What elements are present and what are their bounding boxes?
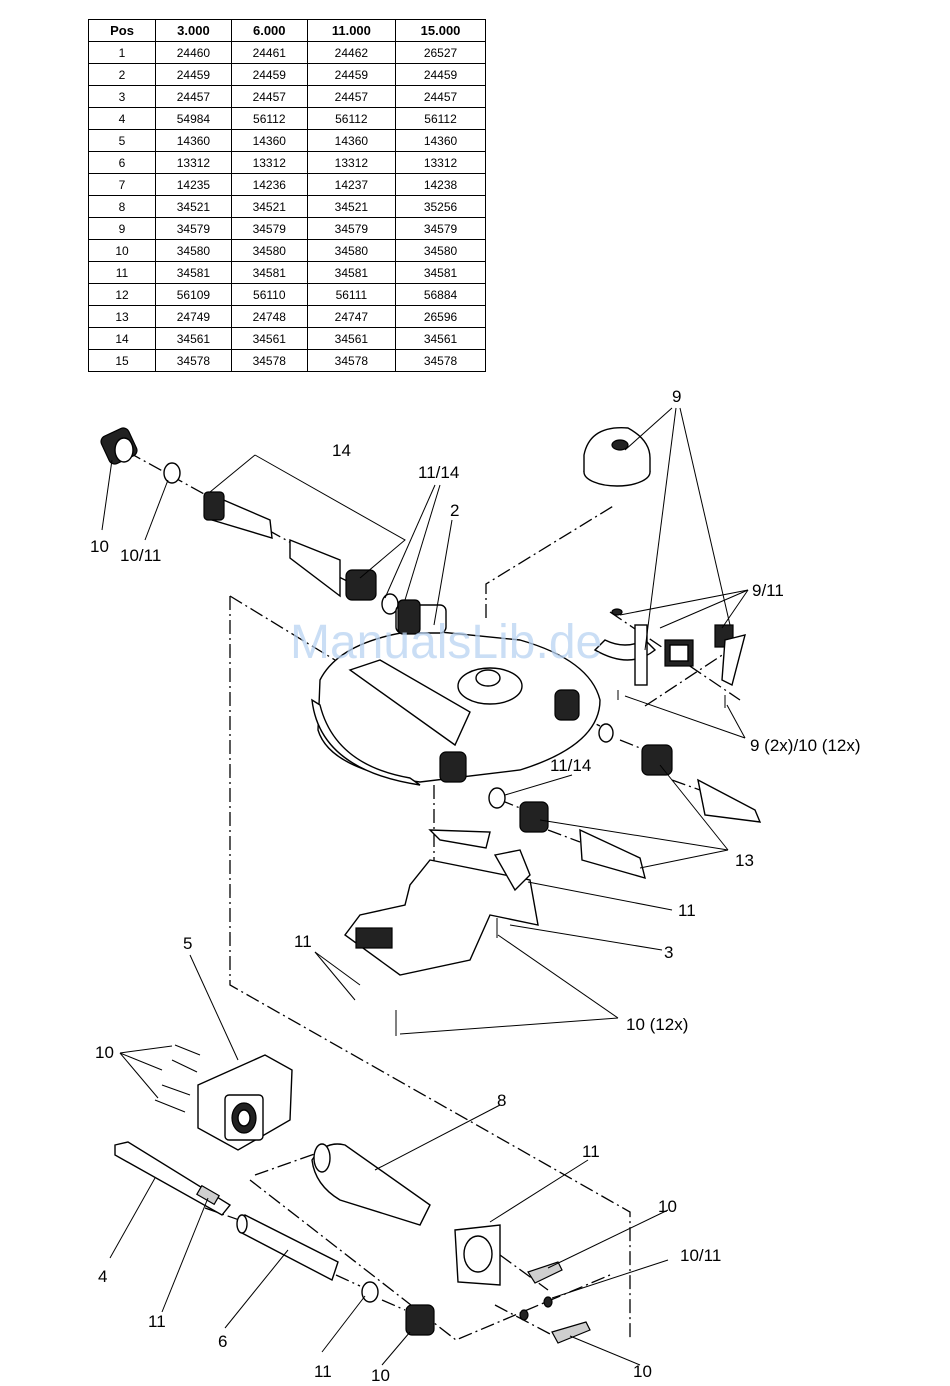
callout-14: 14	[332, 441, 351, 460]
callout-9: 9	[672, 387, 681, 406]
callout-11-14: 11/14	[418, 463, 459, 482]
callout-10: 10	[90, 537, 109, 556]
motor-screws	[154, 1044, 201, 1113]
o-ring	[488, 787, 506, 809]
hose-connector-13	[579, 828, 646, 880]
nut-13	[519, 801, 549, 833]
part-number-cell: 34579	[395, 217, 486, 240]
o-ring	[598, 723, 614, 743]
nut-10-bottom	[405, 1304, 435, 1336]
base-frame	[344, 829, 539, 976]
part-number-cell: 34561	[155, 327, 232, 350]
screws	[395, 690, 726, 1036]
nut-10-top	[100, 427, 138, 465]
nut-13	[641, 744, 673, 776]
leader-lines	[101, 407, 749, 1366]
callout-10: 10	[95, 1043, 114, 1062]
part-number-cell: 34578	[230, 349, 308, 372]
o-ring	[543, 1296, 553, 1308]
callout-10-11: 10/11	[120, 546, 161, 565]
switch-assembly	[593, 608, 746, 687]
callout-11: 11	[294, 932, 312, 951]
part-number-cell: 56110	[230, 283, 308, 306]
hose-connector-13	[697, 778, 762, 823]
callout-10-11: 10/11	[680, 1246, 721, 1265]
part-number-cell: 34578	[395, 349, 486, 372]
part-number-cell: 34578	[155, 349, 232, 372]
part-number-cell: 14360	[155, 129, 232, 152]
position-cell: 12	[88, 283, 156, 306]
header-cell: 15.000	[395, 19, 486, 42]
callout-10: 10	[633, 1362, 652, 1381]
part-number-cell: 34581	[155, 261, 232, 284]
callout-11: 11	[678, 901, 696, 920]
part-number-cell: 34580	[155, 239, 232, 262]
callout-8: 8	[497, 1091, 506, 1110]
callout-3: 3	[664, 943, 673, 962]
part-number-cell: 26527	[395, 41, 486, 64]
callout-10: 10	[371, 1366, 390, 1385]
callout-11: 11	[582, 1142, 600, 1161]
part-number-cell: 24459	[230, 63, 308, 86]
o-ring	[163, 462, 181, 484]
callout-9-11: 9/11	[752, 581, 784, 600]
motor-block	[197, 1054, 293, 1151]
part-number-cell: 34578	[306, 349, 397, 372]
o-ring	[361, 1281, 379, 1303]
callout-11-14: 11/14	[550, 756, 591, 775]
callout-5: 5	[183, 934, 192, 953]
motor-sleeve	[311, 1143, 431, 1226]
callout-10-12x: 10 (12x)	[626, 1015, 688, 1034]
callout-11: 11	[148, 1312, 166, 1331]
shaft	[114, 1141, 232, 1216]
part-number-cell: 24457	[306, 85, 397, 108]
end-plate	[454, 1224, 501, 1286]
pump-housing	[311, 599, 601, 786]
part-number-cell: 14235	[155, 173, 232, 196]
callout-6: 6	[218, 1332, 227, 1351]
table-header-row: Pos 3.000 6.000 11.000 15.000	[88, 19, 486, 42]
part-number-cell: 24457	[395, 85, 486, 108]
callout-11: 11	[314, 1362, 332, 1381]
control-knob	[583, 427, 651, 487]
part-number-cell: 34521	[155, 195, 232, 218]
callout-13: 13	[735, 851, 754, 870]
hose-connector-14	[203, 491, 377, 601]
part-number-cell: 34581	[230, 261, 308, 284]
o-ring	[519, 1309, 529, 1321]
part-number-cell: 34579	[155, 217, 232, 240]
watermark: ManualsLib.de	[290, 616, 602, 669]
callout-2: 2	[450, 501, 459, 520]
callout-10: 10	[658, 1197, 677, 1216]
position-cell: 15	[88, 349, 156, 372]
part-number-cell: 24457	[230, 85, 308, 108]
rotor	[236, 1213, 339, 1282]
part-number-cell: 24747	[306, 305, 397, 328]
lever	[551, 1321, 591, 1344]
part-number-cell: 34581	[395, 261, 486, 284]
lever	[527, 1261, 563, 1284]
callout-9-10: 9 (2x)/10 (12x)	[750, 736, 861, 755]
part-number-cell: 14236	[230, 173, 308, 196]
callout-4: 4	[98, 1267, 107, 1286]
part-number-cell: 34579	[306, 217, 397, 240]
callouts: 9 14 11/14 2 10 10/11 9/11 9 (2x)/10 (12…	[90, 387, 861, 1385]
part-number-cell: 24748	[230, 305, 308, 328]
